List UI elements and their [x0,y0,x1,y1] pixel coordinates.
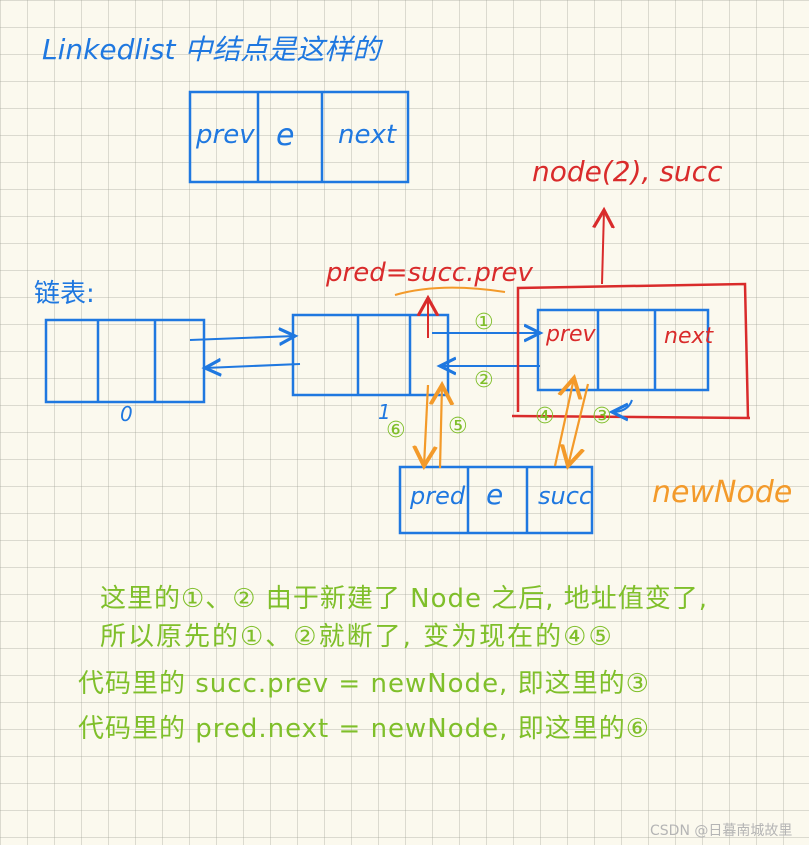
node-structure-box [188,90,410,184]
field-prev-label: prev [196,120,255,150]
succ-red-base [511,414,751,420]
pred-orange-underline [394,286,506,296]
arrow-5-newnode-to-pred [440,385,442,469]
newnode-e-label: e [486,478,504,511]
field-next-label: next [338,120,397,150]
succ-prev-label: prev [546,322,596,347]
list-node-0 [44,318,206,404]
arrow-node1-to-node0 [205,364,301,368]
diagram-title: Linkedlist 中结点是这样的 [42,33,381,66]
marker-4: ④ [535,404,555,429]
arrow-6-pred-to-newnode [424,384,428,466]
node-index-0: 0 [120,402,133,426]
list-label: 链表: [34,279,95,309]
new-node-box [398,465,594,535]
note-line-2: 所以原先的①、②就断了, 变为现在的④⑤ [100,622,614,652]
pred-expression: pred=succ.prev [326,258,533,288]
node-index-1: 1 [378,400,391,424]
note-line-4: 代码里的 pred.next = newNode, 即这里的⑥ [78,714,650,744]
succ-red-arrow [602,210,604,285]
field-e-label: e [276,118,295,153]
arrow-3-succ-to-newnode [568,383,590,466]
succ-node [536,308,710,392]
succ-label: node(2), succ [532,155,723,188]
marker-2: ② [474,368,494,393]
note-line-3: 代码里的 succ.prev = newNode, 即这里的③ [78,669,650,699]
marker-3: ③ [592,404,612,429]
newnode-pred-label: pred [410,482,466,510]
list-node-1 [291,313,450,397]
newnode-succ-label: succ [538,482,593,510]
watermark: CSDN @日暮南城故里 [650,823,793,839]
blue-hook-arrow [612,399,633,412]
arrow-4-newnode-to-succ [553,378,574,467]
marker-1: ① [474,310,494,335]
note-line-1: 这里的①、② 由于新建了 Node 之后, 地址值变了, [100,584,709,614]
marker-5: ⑤ [448,414,468,439]
newnode-label: newNode [652,475,793,510]
marker-6: ⑥ [386,418,406,443]
arrow-node0-to-node1 [189,336,295,340]
succ-red-bracket [516,282,750,419]
succ-next-label: next [664,324,714,349]
